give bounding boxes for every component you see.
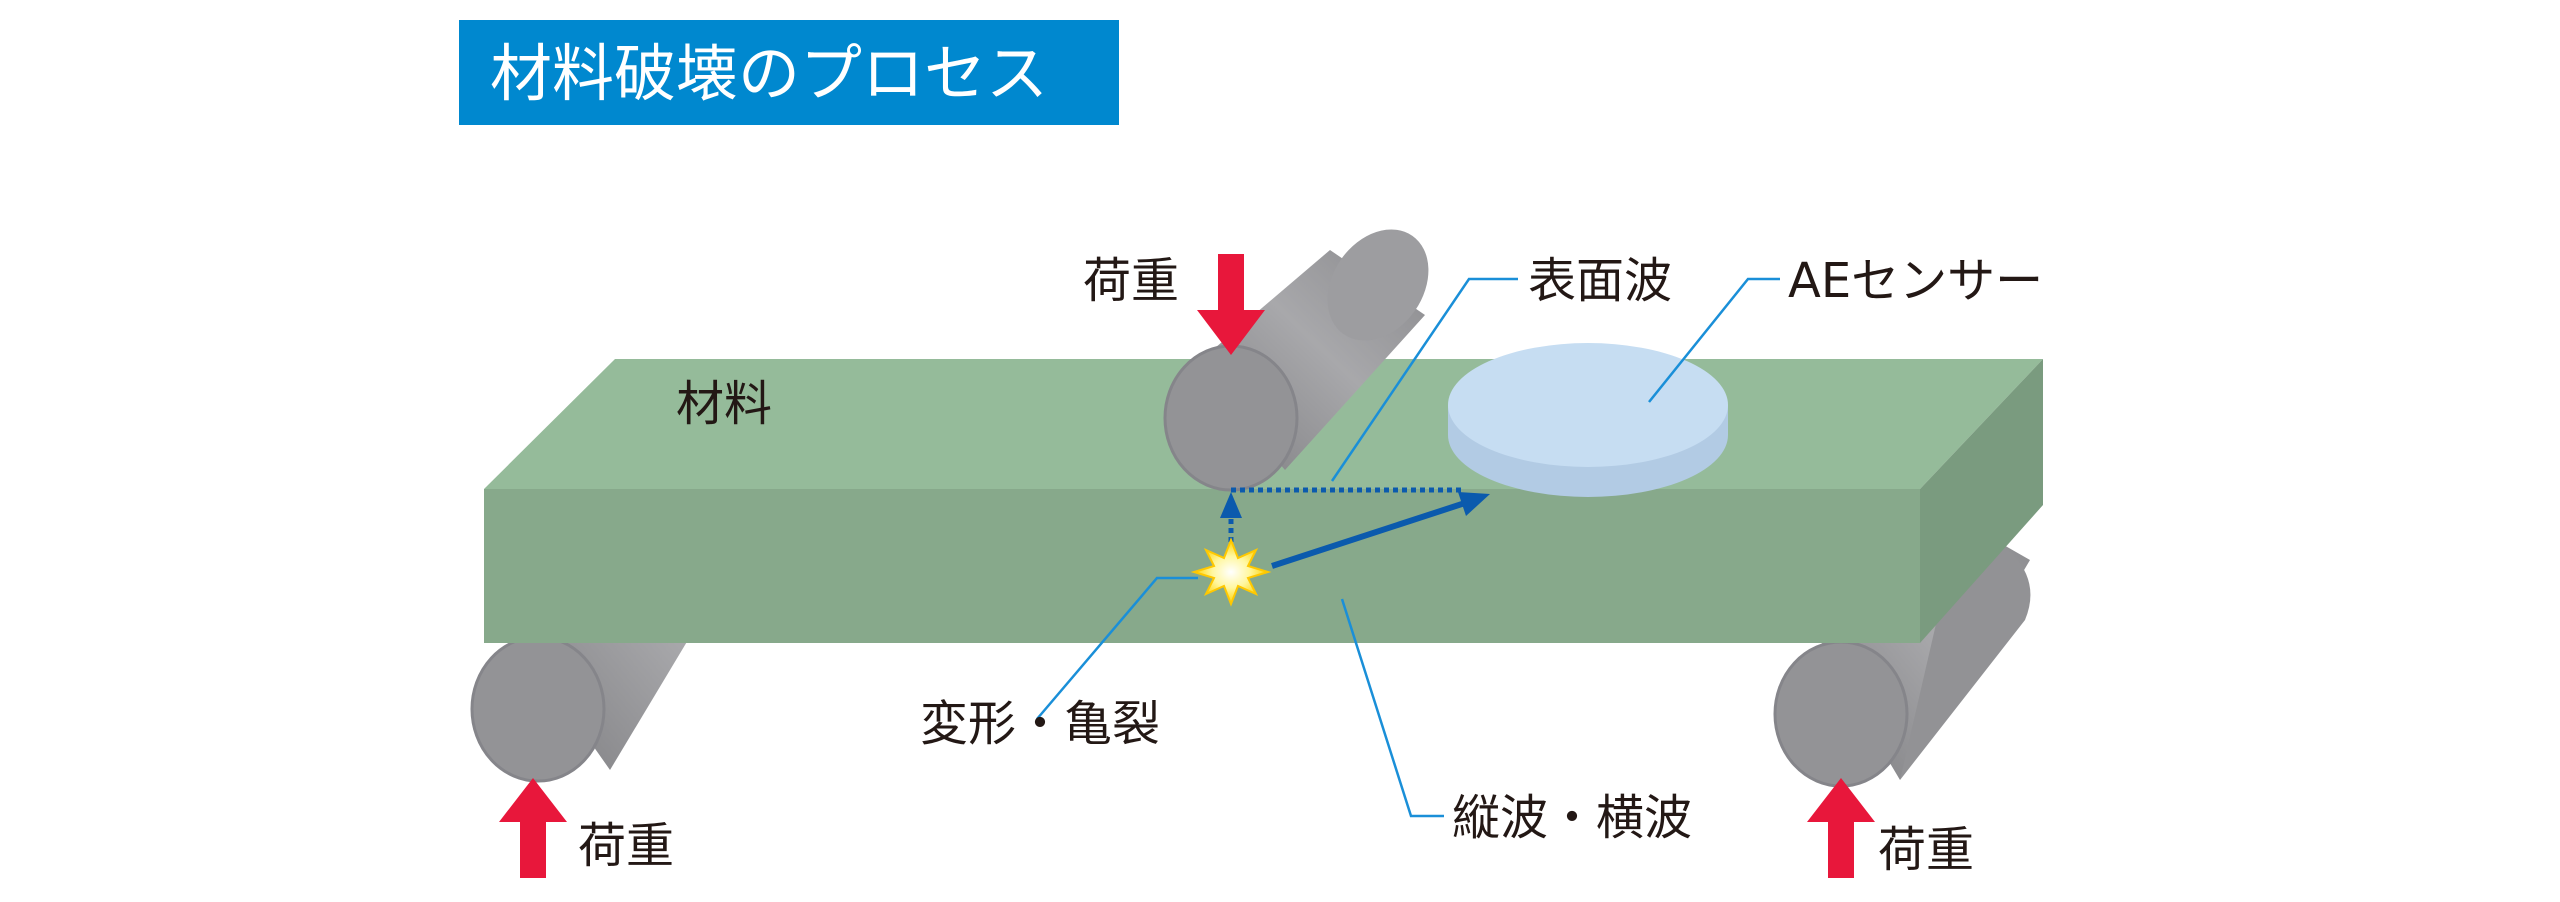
ae-sensor-label: AEセンサー	[1788, 253, 2043, 309]
beam-side-face	[1920, 359, 2043, 643]
deformation-crack-label: 変形・亀裂	[920, 696, 1160, 752]
crack-flash-icon	[1190, 537, 1272, 607]
bottom-right-roller	[1773, 520, 2031, 788]
leader-deformation-crack	[1036, 576, 1198, 720]
title-text: 材料破壊のプロセス	[490, 37, 1048, 110]
material-label: 材料	[676, 376, 772, 432]
load-arrow-bottom-right	[1807, 778, 1875, 878]
beam-front-face	[484, 489, 1920, 643]
longitudinal-transverse-wave-label: 縦波・横波	[1452, 790, 1692, 846]
load-arrow-top	[1197, 254, 1265, 355]
load-label-bottom-right: 荷重	[1878, 822, 1974, 878]
title-banner: 材料破壊のプロセス	[459, 20, 1119, 125]
ae-sensor	[1448, 343, 1728, 497]
load-arrow-bottom-left	[499, 778, 567, 878]
leader-surface-wave	[1330, 277, 1518, 482]
leader-longitudinal-wave	[1340, 598, 1444, 818]
surface-wave-label: 表面波	[1528, 253, 1672, 309]
bulk-wave-arrow	[1271, 492, 1490, 569]
leader-ae-sensor	[1648, 277, 1780, 403]
load-label-bottom-left: 荷重	[578, 818, 674, 874]
load-label-top: 荷重	[1083, 253, 1179, 309]
